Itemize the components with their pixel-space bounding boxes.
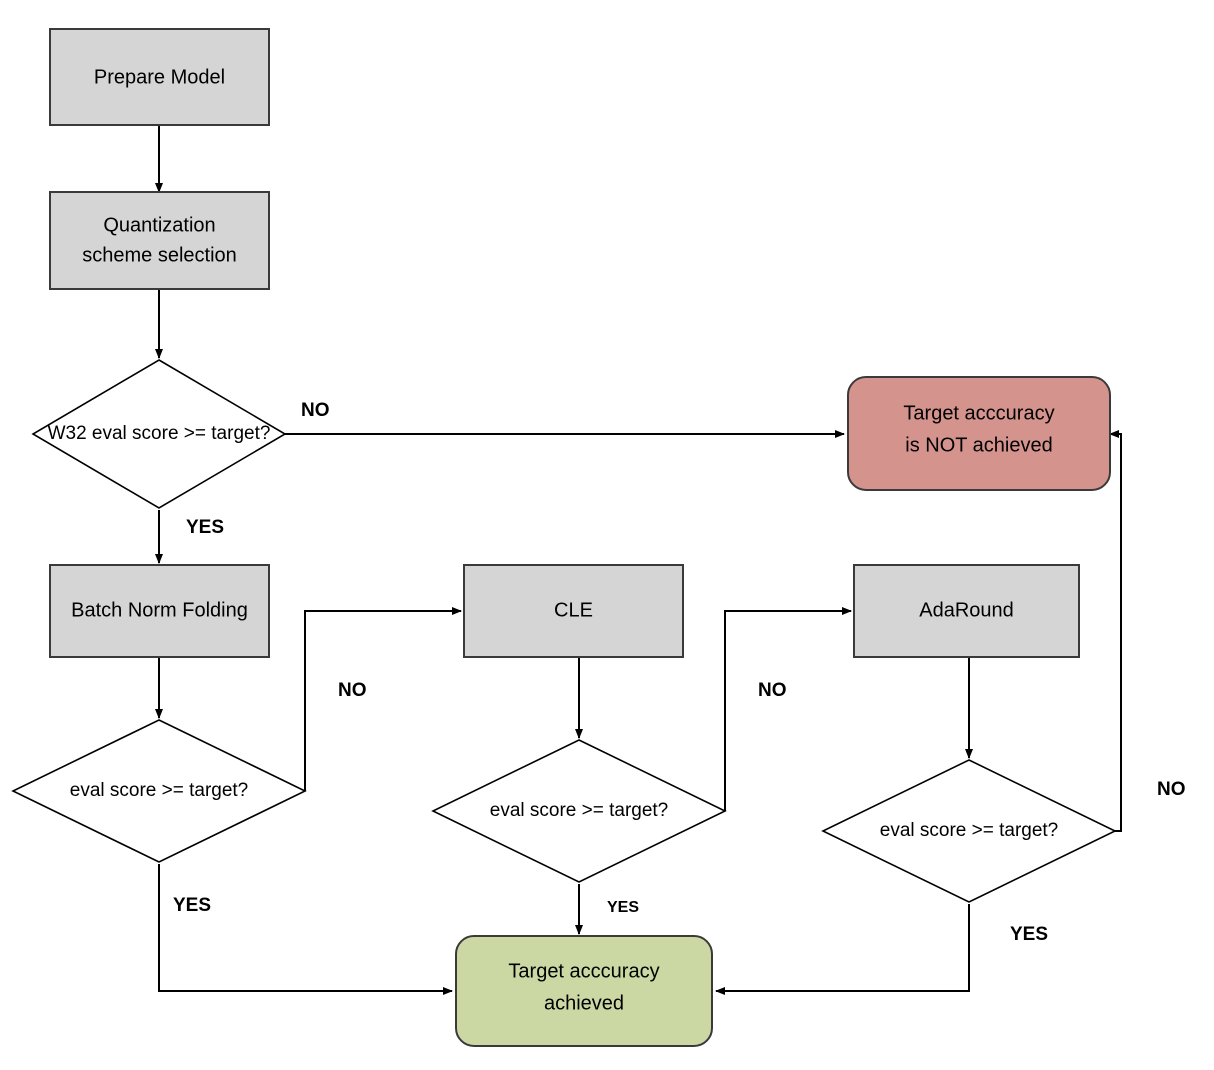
- node-batch-norm-folding[interactable]: Batch Norm Folding: [49, 564, 270, 658]
- node-adaround-label: AdaRound: [919, 599, 1014, 621]
- node-target-not-achieved-label-line1: Target acccuracy: [903, 402, 1054, 424]
- decision-cle-eval-score[interactable]: eval score >= target?: [431, 739, 727, 883]
- edge-bnfcheck-yes-to-pass: [158, 864, 453, 995]
- edge-label-bnf-no: NO: [338, 680, 367, 701]
- node-target-achieved[interactable]: Target acccuracy achieved: [455, 935, 713, 1047]
- decision-bnf-eval-score-label: eval score >= target?: [70, 780, 249, 801]
- edge-layer: [155, 125, 1122, 995]
- edge-label-w32-no: NO: [301, 400, 330, 421]
- decision-cle-eval-score-label: eval score >= target?: [490, 800, 669, 821]
- edge-label-cle-no: NO: [758, 680, 787, 701]
- edge-label-bnf-yes: YES: [173, 895, 211, 916]
- node-target-achieved-label-line2: achieved: [544, 992, 624, 1014]
- edge-adacheck-no-to-fail: [1109, 430, 1122, 832]
- decision-w32-eval-score-label: W32 eval score >= target?: [48, 423, 271, 444]
- node-prepare-model[interactable]: Prepare Model: [49, 28, 270, 126]
- edge-label-cle-yes: YES: [607, 899, 639, 916]
- node-quantization-scheme[interactable]: Quantization scheme selection: [49, 191, 270, 290]
- node-target-achieved-label-line1: Target acccuracy: [508, 960, 659, 982]
- node-target-not-achieved[interactable]: Target acccuracy is NOT achieved: [847, 376, 1111, 491]
- edge-label-w32-yes: YES: [186, 517, 224, 538]
- node-cle[interactable]: CLE: [463, 564, 684, 658]
- edge-label-adaround-no: NO: [1157, 779, 1186, 800]
- decision-w32-eval-score[interactable]: W32 eval score >= target?: [31, 359, 287, 509]
- edge-clecheck-no-to-adaround: [724, 607, 852, 811]
- edge-adacheck-yes-to-pass: [715, 904, 970, 995]
- node-batch-norm-folding-label: Batch Norm Folding: [71, 599, 248, 621]
- edge-label-adaround-yes: YES: [1010, 924, 1048, 945]
- node-quantization-scheme-label-line2: scheme selection: [82, 244, 237, 266]
- node-adaround[interactable]: AdaRound: [853, 564, 1080, 658]
- node-cle-label: CLE: [554, 599, 593, 621]
- node-quantization-scheme-label-line1: Quantization: [103, 214, 215, 236]
- decision-adaround-eval-score-label: eval score >= target?: [880, 820, 1059, 841]
- node-prepare-model-label: Prepare Model: [94, 66, 225, 88]
- decision-adaround-eval-score[interactable]: eval score >= target?: [821, 759, 1117, 903]
- edge-bnfcheck-no-to-cle: [304, 607, 462, 791]
- edge-label-layer: NO YES NO YES NO YES NO YES: [173, 400, 1186, 945]
- decision-bnf-eval-score[interactable]: eval score >= target?: [11, 719, 307, 863]
- node-target-not-achieved-label-line2: is NOT achieved: [905, 434, 1052, 456]
